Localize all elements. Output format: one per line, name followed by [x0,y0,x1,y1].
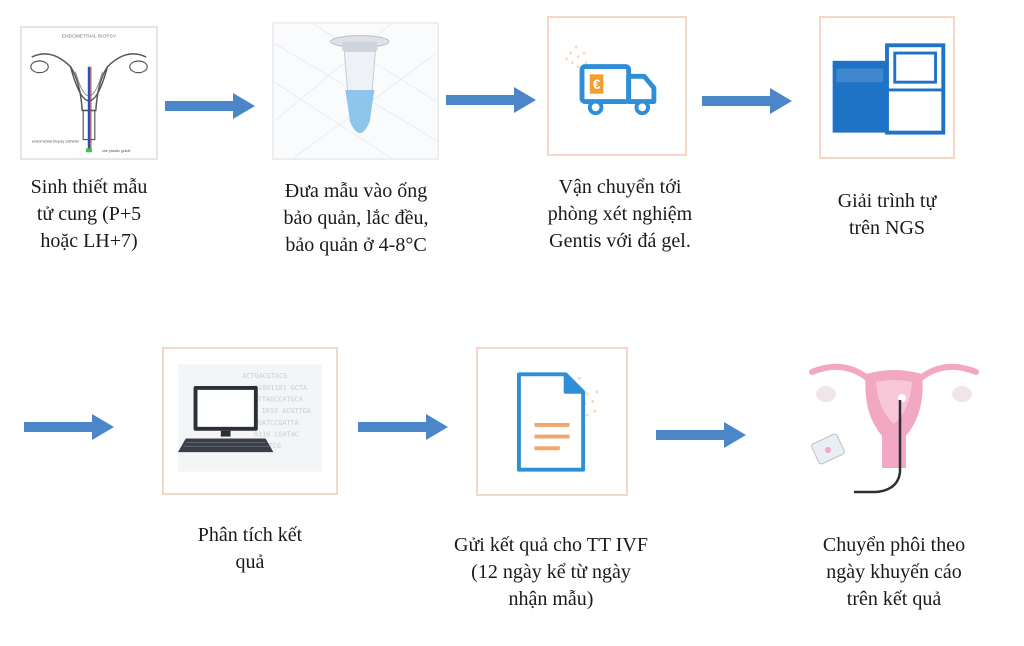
delivery-truck-icon: € [565,45,657,116]
embryo-transfer-icon [809,363,979,494]
uterus-biopsy-icon: ENDOMETRIAL BIOPSY endometrial biopsy ca… [22,28,156,158]
svg-text:0110 CGATAC: 0110 CGATAC [254,431,299,439]
step-1-caption: Sinh thiết mẫu tử cung (P+5 hoặc LH+7) [30,176,148,252]
arrow-step6-to-step7 [656,422,746,448]
step-2-image [272,22,439,160]
svg-text:TTAGCCATGCA: TTAGCCATGCA [258,396,303,404]
step-5-image: ACTGACGTACG 01001101 GCTA TTAGCCATGCA 10… [162,347,338,495]
step-3-image: € [547,16,687,156]
step-3-caption: Vận chuyển tới phòng xét nghiệm Gentis v… [547,176,693,252]
step-6-image [476,347,628,496]
svg-text:ENDOMETRIAL BIOPSY: ENDOMETRIAL BIOPSY [62,34,117,40]
step-4-caption: Giải trình tự trên NGS [837,190,937,239]
arrow-step2-to-step3 [446,87,536,113]
svg-text:one plastic guide: one plastic guide [102,148,131,153]
arrow-step5-to-step6 [358,414,448,440]
step-7-caption: Chuyển phôi theo ngày khuyến cáo trên kế… [822,534,966,610]
arrow-step3-to-step4 [702,88,792,114]
svg-text:01001101 GCTA: 01001101 GCTA [254,384,307,392]
svg-text:GATCCGATTA: GATCCGATTA [258,419,299,427]
sample-tube-icon [274,24,437,158]
sequencer-machine-icon [832,43,946,135]
computer-analysis-icon: ACTGACGTACG 01001101 GCTA TTAGCCATGCA 10… [178,364,322,472]
document-icon [516,372,599,472]
step-7-image [806,352,982,502]
step-2-caption: Đưa mẫu vào ống bảo quản, lắc đều, bảo q… [283,180,429,256]
svg-text:endometrial biopsy catheter: endometrial biopsy catheter [32,138,80,143]
arrow-step1-to-step2 [165,93,255,119]
svg-text:€: € [593,77,601,92]
step-5-caption: Phân tích kết quả [197,524,303,573]
svg-text:1010 ACGTTGA: 1010 ACGTTGA [262,407,311,415]
svg-text:ACTGACGTACG: ACTGACGTACG [242,372,287,380]
step-4-image [819,16,955,159]
step-1-image: ENDOMETRIAL BIOPSY endometrial biopsy ca… [20,26,158,160]
step-6-caption: Gửi kết quả cho TT IVF (12 ngày kể từ ng… [454,534,648,610]
arrow-row-continue [24,414,114,440]
